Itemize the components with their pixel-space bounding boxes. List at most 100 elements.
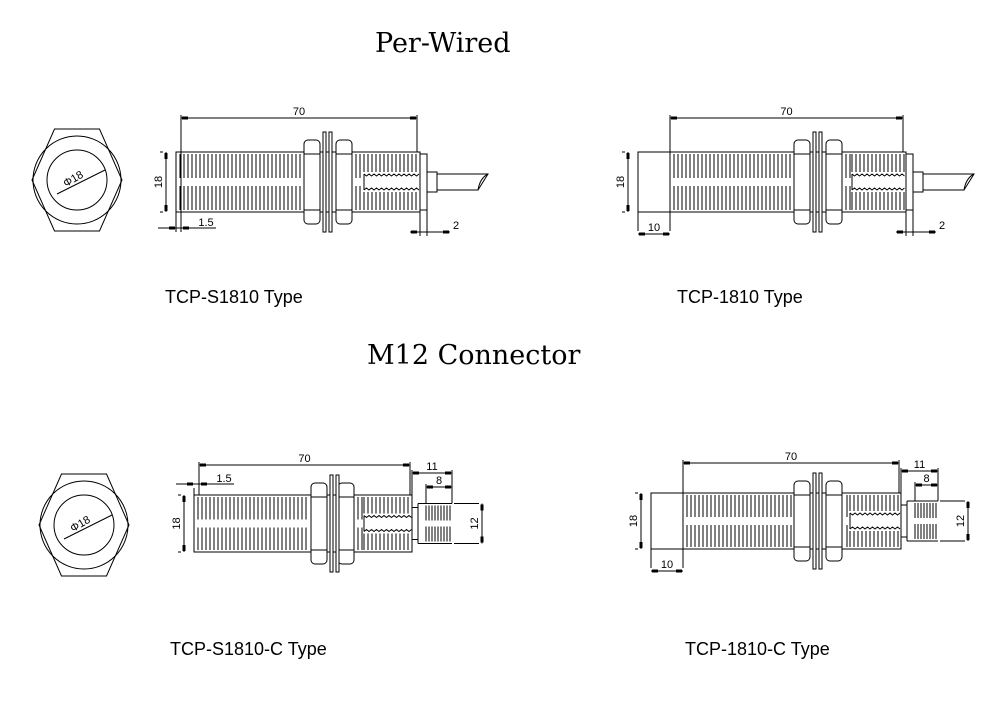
arrow-mark: [411, 230, 417, 234]
inner-circle: [46, 149, 108, 211]
threaded-body: [669, 151, 907, 213]
arrow-mark: [897, 230, 903, 234]
cable-gland: [426, 171, 438, 193]
end-view-tcp-s1810: Φ18: [31, 128, 123, 232]
cable-cut: [477, 173, 489, 191]
hex-nut: [303, 139, 321, 225]
section-title-m12-connector: M12 Connector: [367, 340, 581, 371]
dimension-text: 8: [436, 475, 442, 487]
arrow-mark: [200, 463, 206, 467]
type-label-tcp-s1810-c: TCP-S1810-C Type: [170, 639, 327, 659]
washer: [818, 131, 823, 233]
arrow-mark: [427, 485, 433, 489]
hex-nut: [310, 482, 328, 565]
diameter-leader: [56, 169, 106, 195]
hex-nut: [793, 480, 811, 562]
threaded-body: [682, 492, 902, 550]
hex-nut: [825, 139, 843, 225]
diameter-label: Φ18: [68, 514, 92, 535]
dimension-text: 11: [426, 461, 437, 473]
arrow-mark: [443, 230, 449, 234]
internal-thread: [849, 526, 901, 530]
arrow-mark: [413, 471, 419, 475]
arrow-mark: [896, 116, 902, 120]
section-title-prewired: Per-Wired: [375, 28, 511, 59]
hex-nut: [337, 482, 355, 565]
arrow-mark: [626, 153, 630, 159]
hex-nut: [335, 139, 353, 225]
washer: [812, 131, 817, 233]
arrow-mark: [410, 116, 416, 120]
arrow-mark: [182, 496, 186, 502]
arrow-mark: [169, 226, 175, 230]
arrow-mark: [652, 569, 658, 573]
m12-connector: [417, 503, 452, 544]
end-cap: [905, 153, 914, 211]
outer-circle: [32, 135, 122, 225]
arrow-mark: [639, 232, 645, 236]
arrow-mark: [403, 463, 409, 467]
arrow-mark: [164, 205, 168, 211]
dimension-text: 2: [939, 220, 945, 232]
dimension-text: 12: [955, 515, 967, 527]
outer-circle: [39, 480, 129, 570]
m12-connector: [906, 500, 938, 542]
washer: [335, 474, 340, 573]
arrow-mark: [931, 469, 937, 473]
dimension-text: 18: [628, 515, 640, 527]
diameter-label: Φ18: [61, 169, 85, 190]
hex-nut-outline: [38, 473, 130, 577]
washer: [329, 474, 334, 573]
arrow-mark: [183, 226, 189, 230]
hex-nut-outline: [31, 128, 123, 232]
plain-head: [650, 492, 684, 550]
arrow-mark: [929, 230, 935, 234]
inner-circle: [53, 494, 115, 556]
dimension-text: 12: [469, 517, 481, 529]
plain-head: [637, 151, 671, 213]
arrow-mark: [892, 461, 898, 465]
arrow-mark: [684, 461, 690, 465]
type-label-tcp-s1810: TCP-S1810 Type: [165, 287, 303, 307]
internal-thread: [363, 528, 412, 533]
dimension-text: 18: [615, 176, 627, 188]
arrow-mark: [480, 504, 484, 511]
arrow-mark: [445, 471, 451, 475]
cable-gland: [912, 171, 924, 193]
arrow-mark: [445, 485, 451, 489]
arrow-mark: [966, 534, 970, 540]
internal-thread: [851, 187, 905, 191]
washer: [328, 131, 333, 233]
dimension-text: 70: [780, 106, 792, 118]
dimension-text: 70: [293, 106, 305, 118]
washer: [818, 472, 823, 570]
threaded-body: [193, 494, 413, 553]
connector-neck: [900, 504, 908, 538]
arrow-mark: [916, 483, 922, 487]
hex-nut: [825, 480, 843, 562]
arrow-mark: [182, 545, 186, 551]
dimension-text: 70: [785, 451, 797, 463]
internal-thread: [849, 512, 901, 516]
dimension-text: 18: [171, 517, 183, 529]
hex-nut: [793, 139, 811, 225]
dimension-text: 11: [914, 459, 925, 471]
type-label-tcp-1810: TCP-1810 Type: [677, 287, 803, 307]
end-cap: [419, 153, 428, 211]
washer: [812, 472, 817, 570]
arrow-mark: [676, 569, 682, 573]
arrow-mark: [663, 232, 669, 236]
diameter-leader: [63, 514, 113, 540]
arrow-mark: [187, 482, 193, 486]
arrow-mark: [671, 116, 677, 120]
dimension-text: 2: [453, 220, 459, 232]
connector-neck: [411, 507, 419, 540]
threaded-body: [175, 151, 421, 213]
dimension-text: 1.5: [216, 473, 231, 485]
cable-cut: [963, 173, 975, 191]
